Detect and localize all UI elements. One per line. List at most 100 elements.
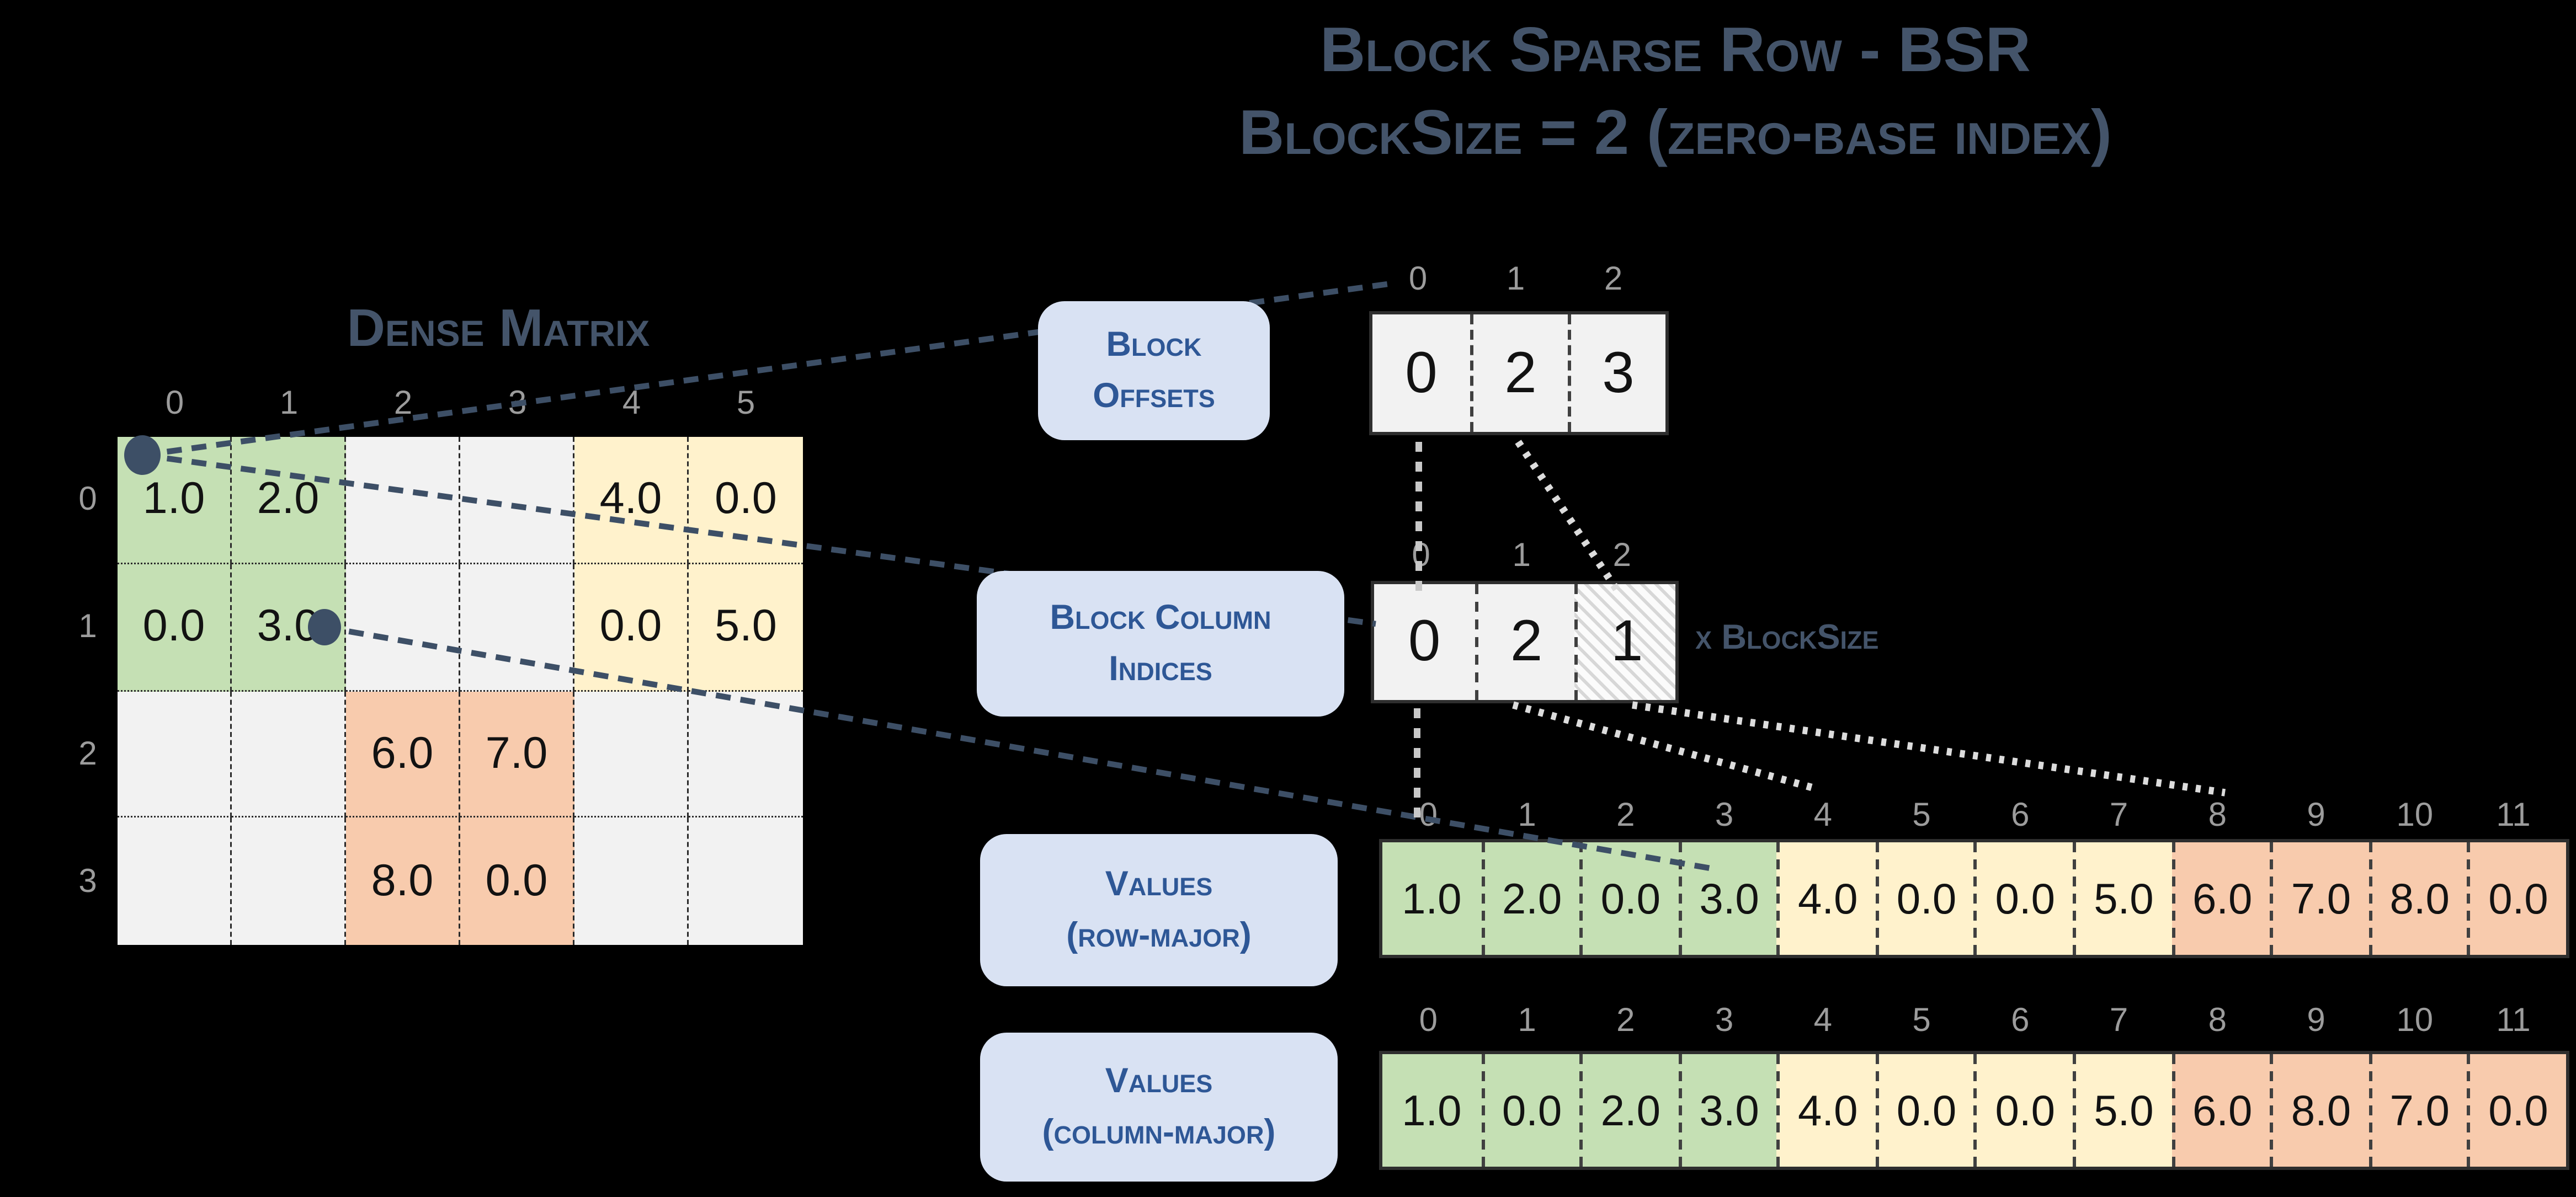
values-row-major-cell: 4.0 xyxy=(1776,842,1876,955)
values-row-major-index-label: 2 xyxy=(1616,798,1635,834)
dense-row-header: 3 xyxy=(78,863,97,900)
dense-matrix-cell: 0.0 xyxy=(574,564,689,691)
values-column-major-index-label: 3 xyxy=(1715,1003,1734,1039)
values-column-major-label: Values (column-major) xyxy=(980,1033,1338,1182)
values-row-major-label-line1: Values xyxy=(1105,865,1213,904)
block-column-indices-cell: 2 xyxy=(1475,584,1576,700)
values-column-major-cell: 4.0 xyxy=(1776,1054,1876,1167)
block-column-indices-label-line1: Block Column xyxy=(1050,599,1271,637)
values-column-major-cell: 6.0 xyxy=(2171,1054,2270,1167)
values-row-major-index-label: 10 xyxy=(2396,798,2434,834)
dense-matrix-cell xyxy=(689,817,803,945)
dense-matrix-cell xyxy=(574,691,689,818)
values-row-major-cell: 1.0 xyxy=(1382,842,1481,955)
values-row-major-cell: 5.0 xyxy=(2073,842,2171,955)
values-column-major-cell: 5.0 xyxy=(2073,1054,2171,1167)
dense-matrix-cell: 8.0 xyxy=(346,817,460,945)
values-column-major-index-label: 6 xyxy=(2011,1003,2030,1039)
values-row-major-index-label: 11 xyxy=(2496,798,2531,834)
dense-matrix-cell xyxy=(232,691,346,818)
values-column-major-cell: 1.0 xyxy=(1382,1054,1481,1167)
page-title: Block Sparse Row - BSR BlockSize = 2 (ze… xyxy=(1239,13,2112,177)
values-row-major-index-label: 9 xyxy=(2307,798,2325,834)
values-column-major-index-label: 9 xyxy=(2307,1003,2325,1039)
values-column-major-cell: 0.0 xyxy=(1974,1054,2073,1167)
block-offsets-index-label: 1 xyxy=(1506,261,1525,298)
values-column-major-index-label: 7 xyxy=(2109,1003,2128,1039)
values-column-major-index-label: 2 xyxy=(1616,1003,1635,1039)
title-line1: Block Sparse Row - BSR xyxy=(1319,17,2031,86)
values-column-major-cell: 0.0 xyxy=(2467,1054,2566,1167)
dense-matrix-cell xyxy=(689,691,803,818)
block-column-indices-label: Block Column Indices xyxy=(977,571,1344,717)
connector-colindex2-to-block2 xyxy=(1632,701,2226,797)
values-row-major-cell: 0.0 xyxy=(1579,842,1679,955)
values-row-major-label: Values (row-major) xyxy=(980,834,1338,986)
values-column-major-cell: 8.0 xyxy=(2270,1054,2369,1167)
values-row-major-cell: 0.0 xyxy=(2467,842,2566,955)
block-offsets-cell: 0 xyxy=(1372,314,1470,432)
values-row-major-index-label: 0 xyxy=(1419,798,1438,834)
dense-matrix-cell xyxy=(232,817,346,945)
values-row-major-index-label: 1 xyxy=(1518,798,1536,834)
dense-matrix-cell xyxy=(460,564,574,691)
values-row-major-index-label: 3 xyxy=(1715,798,1734,834)
block-column-indices-cell: 1 xyxy=(1575,584,1676,700)
values-row-major-index-label: 4 xyxy=(1813,798,1833,834)
dense-matrix-cell: 4.0 xyxy=(574,437,689,564)
values-row-major-cell: 2.0 xyxy=(1481,842,1580,955)
dense-matrix-cell xyxy=(118,817,232,945)
values-column-major-index-label: 11 xyxy=(2496,1003,2531,1039)
values-column-major-index-label: 0 xyxy=(1419,1003,1438,1039)
values-column-major-cell: 3.0 xyxy=(1678,1054,1777,1167)
block-column-indices-index-label: 1 xyxy=(1512,538,1531,574)
values-row-major-index-label: 8 xyxy=(2208,798,2227,834)
block-offsets-cell: 2 xyxy=(1470,314,1568,432)
values-row-major-cell: 0.0 xyxy=(1974,842,2073,955)
dense-col-header: 0 xyxy=(165,386,184,422)
values-column-major-cell: 2.0 xyxy=(1579,1054,1679,1167)
dense-matrix-cell: 0.0 xyxy=(689,437,803,564)
values-column-major-cell: 0.0 xyxy=(1875,1054,1974,1167)
dense-matrix-cell: 0.0 xyxy=(118,564,232,691)
values-row-major-cell: 8.0 xyxy=(2369,842,2468,955)
block-column-indices-label-line2: Indices xyxy=(1109,650,1212,688)
dense-col-header: 3 xyxy=(508,386,527,422)
dense-col-header: 5 xyxy=(736,386,755,422)
values-row-major-label-line2: (row-major) xyxy=(1066,917,1252,955)
values-column-major-index-label: 5 xyxy=(1912,1003,1931,1039)
block-offsets-label-line2: Offsets xyxy=(1093,377,1215,415)
block-column-indices-index-label: 2 xyxy=(1612,538,1631,574)
dense-row-header: 0 xyxy=(78,482,97,519)
dense-matrix-cell: 0.0 xyxy=(460,817,574,945)
values-column-major-index-label: 4 xyxy=(1813,1003,1833,1039)
values-row-major-cell: 7.0 xyxy=(2270,842,2369,955)
block-offsets-index-label: 2 xyxy=(1604,261,1623,298)
values-column-major-index-label: 8 xyxy=(2208,1003,2227,1039)
values-row-major-index-label: 5 xyxy=(1912,798,1931,834)
dense-matrix-cell xyxy=(346,564,460,691)
dense-row-header: 2 xyxy=(78,736,97,773)
values-row-major-cell: 0.0 xyxy=(1875,842,1974,955)
dense-matrix-cell: 1.0 xyxy=(118,437,232,564)
connector-colindex1-to-block1 xyxy=(1512,701,1814,792)
dense-matrix-cell: 5.0 xyxy=(689,564,803,691)
values-column-major-label-line2: (column-major) xyxy=(1042,1114,1276,1152)
block-offsets-label-line1: Block xyxy=(1106,326,1202,364)
dense-matrix-cell xyxy=(574,817,689,945)
values-column-major-index-label: 10 xyxy=(2396,1003,2434,1039)
values-row-major-index-label: 6 xyxy=(2011,798,2030,834)
values-row-major-cell: 3.0 xyxy=(1678,842,1777,955)
block-offsets-index-label: 0 xyxy=(1408,261,1428,298)
block-offsets-label: Block Offsets xyxy=(1038,301,1270,440)
dense-matrix-cell xyxy=(118,691,232,818)
dense-row-header: 1 xyxy=(78,609,97,646)
blocksize-multiplier-note: x BlockSize xyxy=(1695,619,1879,657)
values-column-major-cell: 7.0 xyxy=(2369,1054,2468,1167)
